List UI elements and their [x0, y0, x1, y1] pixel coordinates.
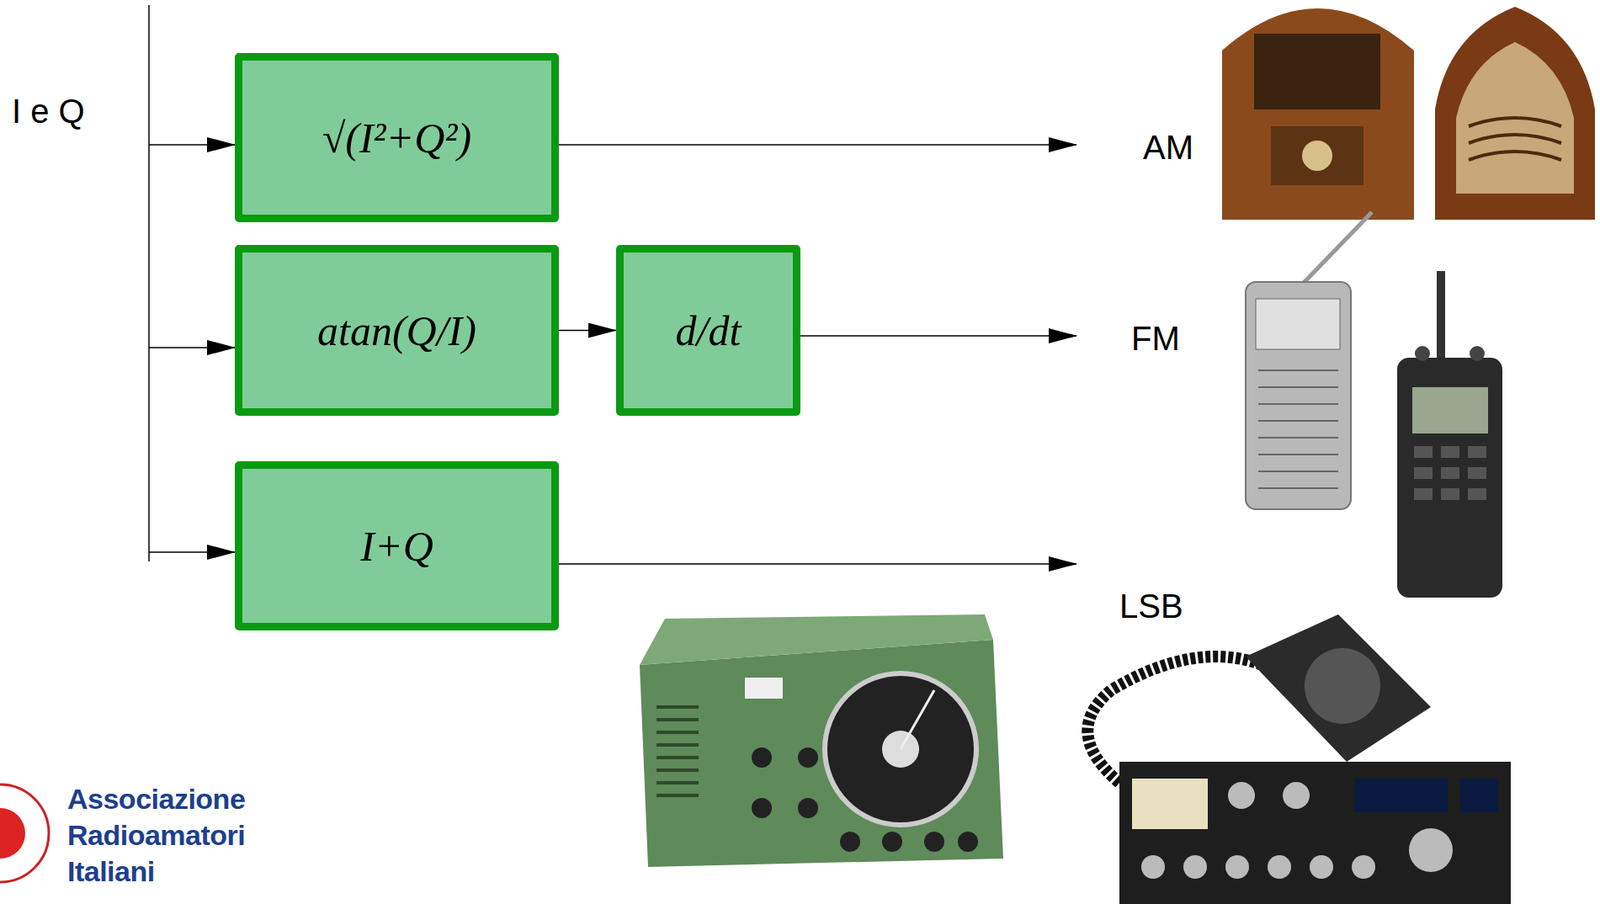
receiver	[639, 614, 1004, 867]
signal-name: I e Q	[11, 92, 86, 131]
mode-label: LSB	[1119, 587, 1184, 626]
mode-label: AM	[1142, 128, 1194, 167]
signal-arrow	[558, 329, 617, 332]
mode-label: FM	[1131, 319, 1181, 358]
am-radios	[1222, 6, 1595, 220]
derivative-box: d/dt	[616, 244, 801, 416]
output-wires	[558, 144, 1077, 564]
magnitude-box: √(I²+Q²)	[234, 53, 559, 223]
fm-radios	[1245, 212, 1503, 598]
phase-box: atan(Q/I)	[234, 244, 559, 416]
box-formula: I+Q	[360, 521, 434, 571]
box-formula: √(I²+Q²)	[322, 113, 472, 163]
sum-box: I+Q	[234, 461, 559, 631]
logo-emblem	[0, 784, 49, 883]
cb-radio	[1087, 614, 1511, 904]
box-formula: atan(Q/I)	[317, 306, 477, 356]
box-formula: d/dt	[675, 306, 742, 356]
logo-text: Associazione Radioamatori Italiani	[67, 781, 278, 890]
input-bus	[148, 5, 235, 562]
